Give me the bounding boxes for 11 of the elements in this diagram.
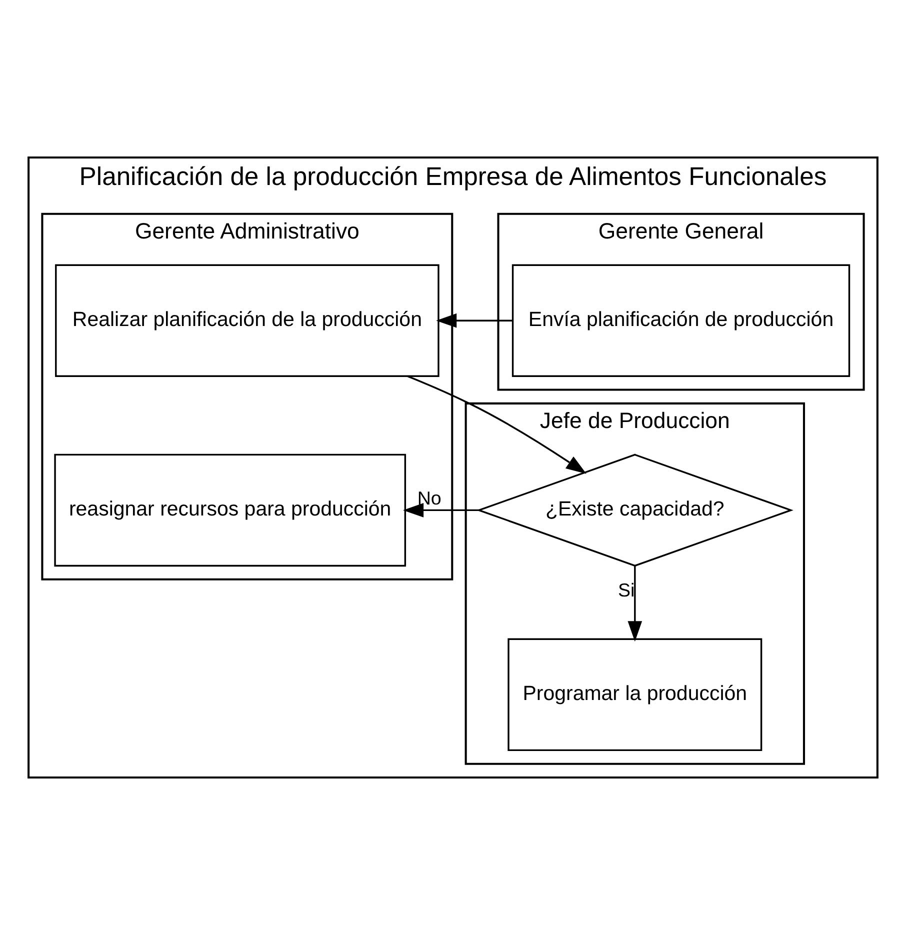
edge-label: No — [417, 488, 442, 509]
node-diamond: ¿Existe capacidad? — [476, 454, 794, 567]
node-box: Programar la producción — [508, 638, 762, 752]
arrow — [436, 313, 513, 328]
arrow — [403, 503, 480, 518]
arrow — [628, 566, 642, 642]
node-box: Realizar planificación de la producción — [55, 264, 440, 377]
node-box: Envía planificación de producción — [512, 264, 850, 377]
edge-label: Si — [618, 580, 635, 601]
node-box: reasignar recursos para producción — [54, 454, 406, 567]
arrow — [407, 376, 586, 474]
